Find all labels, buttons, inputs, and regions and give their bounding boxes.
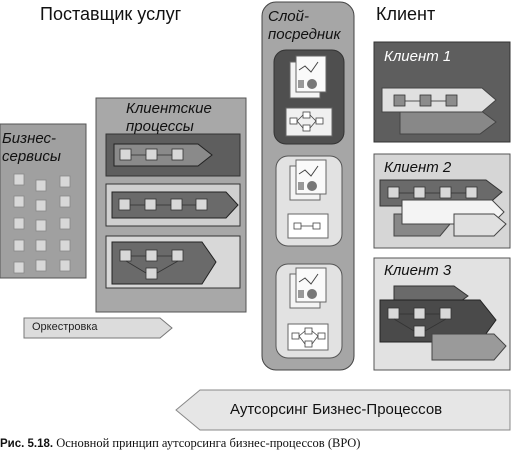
client2-arrow-white-2 — [453, 213, 507, 237]
business-services-label-line2: сервисы — [2, 148, 61, 165]
client3-label: Клиент 3 — [384, 262, 452, 279]
client1-label: Клиент 1 — [384, 48, 452, 65]
process-thumb-1-steps — [289, 111, 324, 132]
intermediary-heading-line2: посредник — [268, 26, 341, 43]
client-heading: Клиент — [376, 4, 436, 24]
orchestration-arrow — [23, 317, 173, 339]
bpo-arrow — [175, 389, 511, 431]
business-services-label: Бизнес- сервисы — [2, 130, 61, 166]
client-processes-label-line2: процессы — [126, 118, 194, 135]
client1-steps — [393, 94, 458, 107]
client1-arrow-back — [399, 109, 497, 135]
client3-arrow-main — [379, 299, 497, 343]
client-process-steps-3 — [119, 249, 184, 280]
orchestration-label: Оркестровка — [32, 321, 98, 333]
figure-caption-text: Основной принцип аутсорсинга бизнес-проц… — [56, 436, 361, 450]
client3-steps — [387, 307, 452, 338]
process-thumb-2-steps — [293, 222, 321, 230]
figure-number: Рис. 5.18. — [0, 438, 54, 450]
process-thumb-3-steps — [291, 327, 326, 348]
report-chart-icon — [289, 267, 327, 309]
client1-arrow-front — [381, 87, 497, 113]
figure-caption: Рис. 5.18. Основной принцип аутсорсинга … — [0, 436, 360, 451]
client3-arrow-lower — [431, 333, 507, 361]
client2-label: Клиент 2 — [384, 159, 452, 176]
provider-heading: Поставщик услуг — [40, 4, 182, 24]
intermediary-heading-line1: Слой- — [268, 8, 309, 25]
business-services-label-line1: Бизнес- — [2, 130, 57, 147]
client-process-steps-1 — [119, 148, 184, 161]
business-service-tiles — [13, 173, 71, 274]
client-process-steps-2 — [118, 198, 208, 211]
client-process-arrow-3 — [111, 241, 217, 285]
client-processes-label: Клиентские процессы — [126, 100, 212, 136]
bpo-label: Аутсорсинг Бизнес-Процессов — [230, 401, 443, 418]
report-chart-icon — [289, 159, 327, 201]
report-chart-icon — [289, 55, 327, 99]
client2-steps — [387, 186, 478, 199]
intermediary-heading: Слой- посредник — [268, 8, 341, 44]
client-processes-label-line1: Клиентские — [126, 100, 212, 117]
